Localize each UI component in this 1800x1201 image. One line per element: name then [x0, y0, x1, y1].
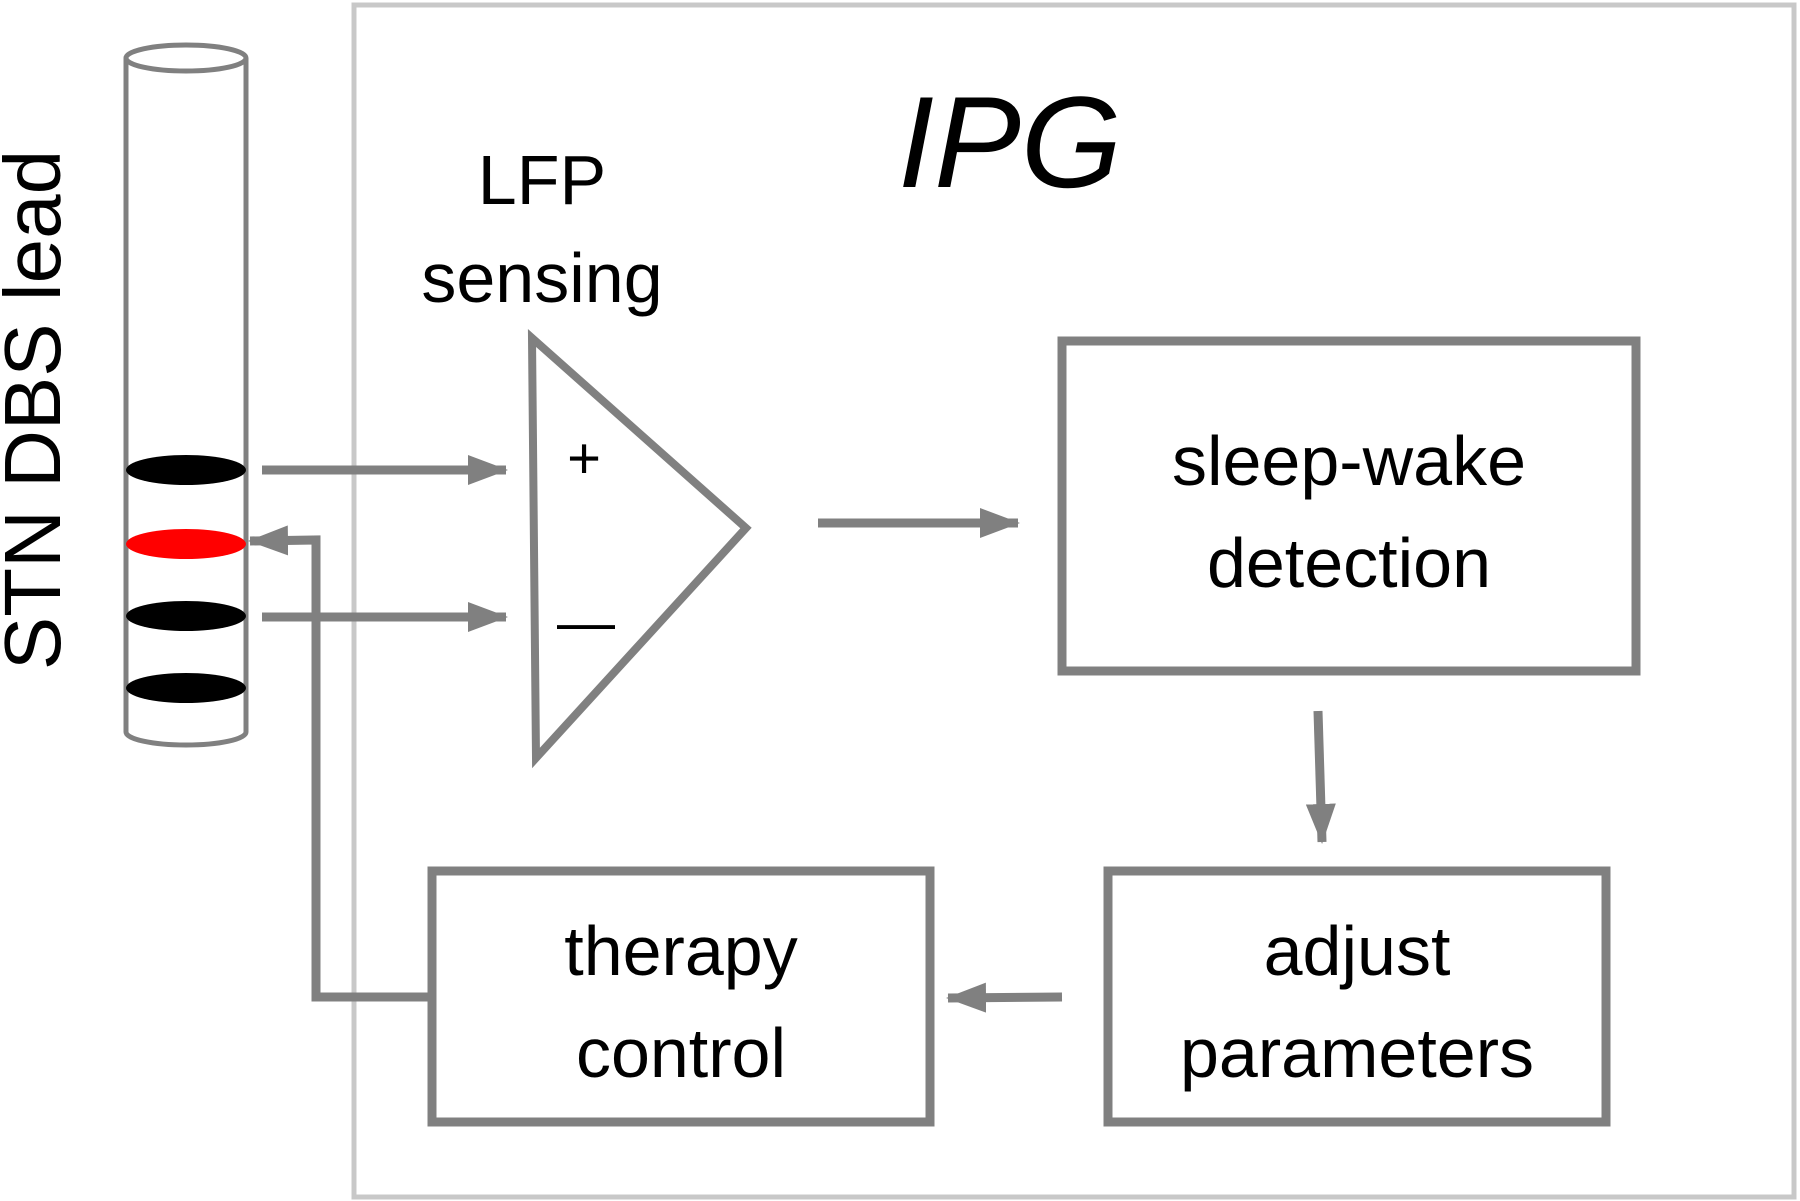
adjust-parameters-box [1103, 866, 1611, 1127]
lfp-amplifier [527, 329, 752, 769]
ipg-enclosure [351, 2, 1797, 1200]
lead-contact-2-active [126, 529, 246, 559]
detection-label: detection [1207, 524, 1491, 602]
ipg-title: IPG [898, 69, 1122, 215]
adjust-label: adjust [1264, 912, 1451, 990]
sensing-label: sensing [421, 239, 662, 317]
arrow-detection-to-adjust [1305, 710, 1336, 844]
lead-label: STN DBS lead [0, 150, 77, 670]
lead-cylinder-body [123, 58, 249, 748]
lead-contact-1 [126, 455, 246, 485]
parameters-label: parameters [1180, 1014, 1534, 1092]
arrow-adjust-to-therapy [946, 982, 1063, 1013]
amplifier-minus: — [557, 590, 615, 655]
stn-dbs-lead [123, 42, 249, 748]
sleep-wake-label: sleep-wake [1172, 422, 1526, 500]
sleep-wake-detection-box [1057, 336, 1641, 676]
lfp-label: LFP [478, 141, 606, 219]
therapy-control-box [427, 866, 935, 1127]
control-label: control [576, 1014, 786, 1092]
lead-cylinder-top [123, 42, 249, 74]
arrow-therapy-to-active-contact [248, 525, 428, 1002]
lead-contact-4 [126, 673, 246, 703]
lead-contact-3 [126, 601, 246, 631]
therapy-label: therapy [564, 912, 797, 990]
amplifier-plus: + [567, 426, 601, 491]
